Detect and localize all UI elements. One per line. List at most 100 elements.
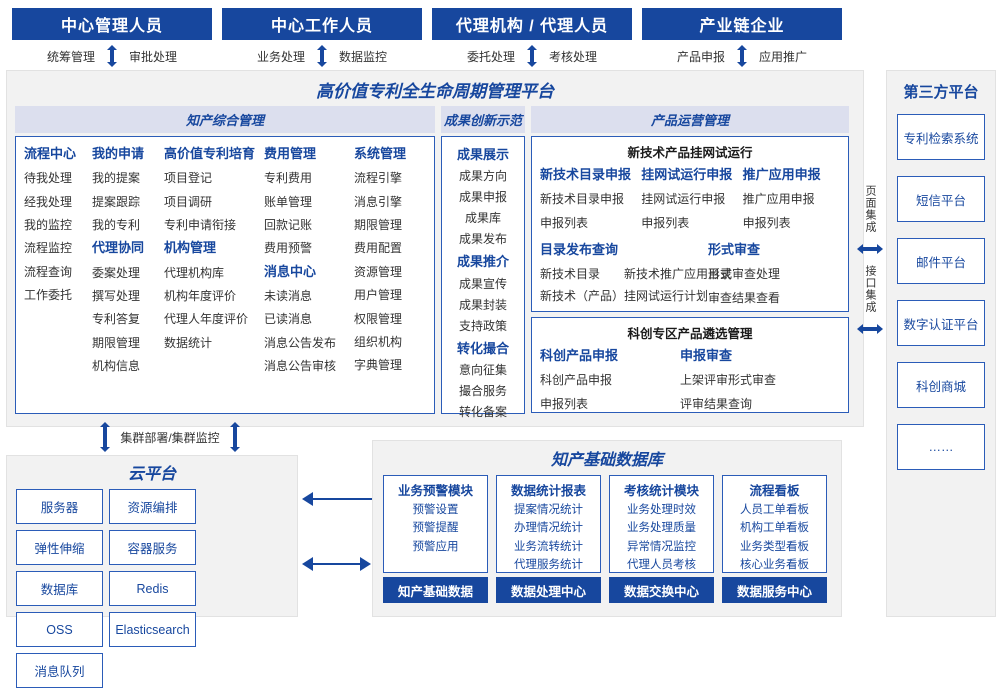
menu-item[interactable]: 用户管理 [354,288,403,303]
menu-item[interactable]: 意向征集 [458,362,507,377]
menu-item[interactable]: 新技术目录申报 [540,192,625,207]
menu-item[interactable]: 委案处理 [92,265,141,280]
cloud-item-mq[interactable]: 消息队列 [16,653,103,688]
menu-item[interactable]: 流程查询 [24,264,73,279]
cloud-item-database[interactable]: 数据库 [16,571,103,606]
db-footer-exchange-center[interactable]: 数据交换中心 [609,577,714,603]
menu-item[interactable]: 已读消息 [264,312,313,327]
menu-item[interactable]: 新技术（产品）挂网试运行计划 [540,289,709,304]
db-item[interactable]: 预警设置 [412,504,459,516]
db-item[interactable]: 人员工单看板 [740,504,809,516]
menu-item[interactable]: 转化备案 [458,404,507,419]
menu-item[interactable]: 流程监控 [24,241,73,256]
db-item[interactable]: 办理情况统计 [514,522,583,535]
db-item[interactable]: 业务流转统计 [514,540,583,553]
menu-item[interactable]: 专利费用 [264,171,313,186]
menu-item[interactable]: 撮合服务 [458,383,507,398]
db-item[interactable]: 提案情况统计 [514,504,583,516]
menu-item[interactable]: 专利答复 [92,312,141,327]
third-party-item-digital-cert[interactable]: 数字认证平台 [897,300,985,346]
menu-item[interactable]: 权限管理 [354,311,403,326]
menu-item[interactable]: 成果申报 [458,190,507,205]
menu-item[interactable]: 新技术目录 新技术推广应用目录 [540,267,733,282]
db-item[interactable]: 核心业务看板 [740,559,809,572]
menu-item[interactable]: 组织机构 [354,334,403,349]
cloud-item-orchestration[interactable]: 资源编排 [109,489,196,524]
menu-item[interactable]: 形式审查处理 [708,267,781,282]
menu-item[interactable]: 成果方向 [458,169,507,184]
menu-item[interactable]: 我的提案 [92,171,141,186]
menu-item[interactable]: 项目调研 [164,194,213,209]
third-party-item-patent-search[interactable]: 专利检索系统 [897,114,985,160]
menu-item[interactable]: 科创产品申报 [540,373,613,388]
menu-item[interactable]: 消息引擎 [354,194,403,209]
menu-item[interactable]: 期限管理 [354,218,403,233]
menu-item[interactable]: 回款记账 [264,218,313,233]
menu-item[interactable]: 项目登记 [164,171,213,186]
menu-item[interactable]: 申报列表 [742,215,791,230]
menu-item[interactable]: 成果库 [464,211,501,226]
menu-item[interactable]: 数据统计 [164,335,213,350]
role-bar-agency[interactable]: 代理机构 / 代理人员 [432,8,632,40]
cloud-item-server[interactable]: 服务器 [16,489,103,524]
third-party-item-more[interactable]: …… [897,424,985,470]
db-item[interactable]: 预警提醒 [412,522,459,535]
menu-item[interactable]: 提案跟踪 [92,194,141,209]
db-item[interactable]: 业务处理时效 [627,504,696,516]
menu-item[interactable]: 流程引擎 [354,171,403,186]
cloud-item-container[interactable]: 容器服务 [109,530,196,565]
db-item[interactable]: 业务处理质量 [627,522,696,535]
menu-item[interactable]: 工作委托 [24,288,73,303]
menu-item[interactable]: 机构年度评价 [164,289,237,304]
menu-item[interactable]: 代理人年度评价 [164,312,249,327]
menu-item[interactable]: 申报列表 [540,215,589,230]
db-footer-service-center[interactable]: 数据服务中心 [722,577,827,603]
menu-item[interactable]: 上架评审形式审查 [680,373,777,388]
role-bar-center-staff[interactable]: 中心工作人员 [222,8,422,40]
menu-item[interactable]: 费用配置 [354,241,403,256]
cloud-item-redis[interactable]: Redis [109,571,196,606]
menu-item[interactable]: 成果宣传 [458,276,507,291]
menu-item[interactable]: 我的监控 [24,218,73,233]
menu-item[interactable]: 资源管理 [354,264,403,279]
db-item[interactable]: 代理服务统计 [514,559,583,572]
menu-item[interactable]: 代理机构库 [164,265,225,280]
third-party-item-sci-mall[interactable]: 科创商城 [897,362,985,408]
menu-item[interactable]: 审查结果查看 [708,290,781,305]
menu-item[interactable]: 费用预警 [264,241,313,256]
menu-item[interactable]: 待我处理 [24,171,73,186]
role-bar-center-admin[interactable]: 中心管理人员 [12,8,212,40]
cloud-item-elasticsearch[interactable]: Elasticsearch [109,612,196,647]
menu-item[interactable]: 机构信息 [92,359,141,374]
db-item[interactable]: 代理人员考核 [627,559,696,572]
menu-item[interactable]: 成果发布 [458,232,507,247]
menu-item[interactable]: 消息公告审核 [264,359,337,374]
third-party-item-sms[interactable]: 短信平台 [897,176,985,222]
db-item[interactable]: 异常情况监控 [627,540,696,553]
menu-item[interactable]: 挂网试运行申报 [641,192,726,207]
db-item[interactable]: 机构工单看板 [740,522,809,535]
menu-item[interactable]: 消息公告发布 [264,335,337,350]
menu-item[interactable]: 账单管理 [264,194,313,209]
menu-item[interactable]: 字典管理 [354,358,403,373]
menu-item[interactable]: 成果封装 [458,297,507,312]
menu-item[interactable]: 支持政策 [458,318,507,333]
cloud-item-oss[interactable]: OSS [16,612,103,647]
role-bar-enterprise[interactable]: 产业链企业 [642,8,842,40]
menu-item[interactable]: 申报列表 [641,215,690,230]
menu-item[interactable]: 经我处理 [24,194,73,209]
menu-item[interactable]: 期限管理 [92,335,141,350]
db-footer-base-data[interactable]: 知产基础数据 [383,577,488,603]
menu-item[interactable]: 评审结果查询 [680,396,753,411]
third-party-item-email[interactable]: 邮件平台 [897,238,985,284]
db-item[interactable]: 预警应用 [412,540,459,553]
menu-item[interactable]: 专利申请衔接 [164,218,237,233]
menu-item[interactable]: 推广应用申报 [742,192,815,207]
menu-item[interactable]: 撰写处理 [92,289,141,304]
menu-item[interactable]: 申报列表 [540,396,589,411]
db-item[interactable]: 业务类型看板 [740,540,809,553]
db-footer-processing-center[interactable]: 数据处理中心 [496,577,601,603]
menu-item[interactable]: 我的专利 [92,218,141,233]
menu-item[interactable]: 未读消息 [264,289,313,304]
cloud-item-autoscale[interactable]: 弹性伸缩 [16,530,103,565]
